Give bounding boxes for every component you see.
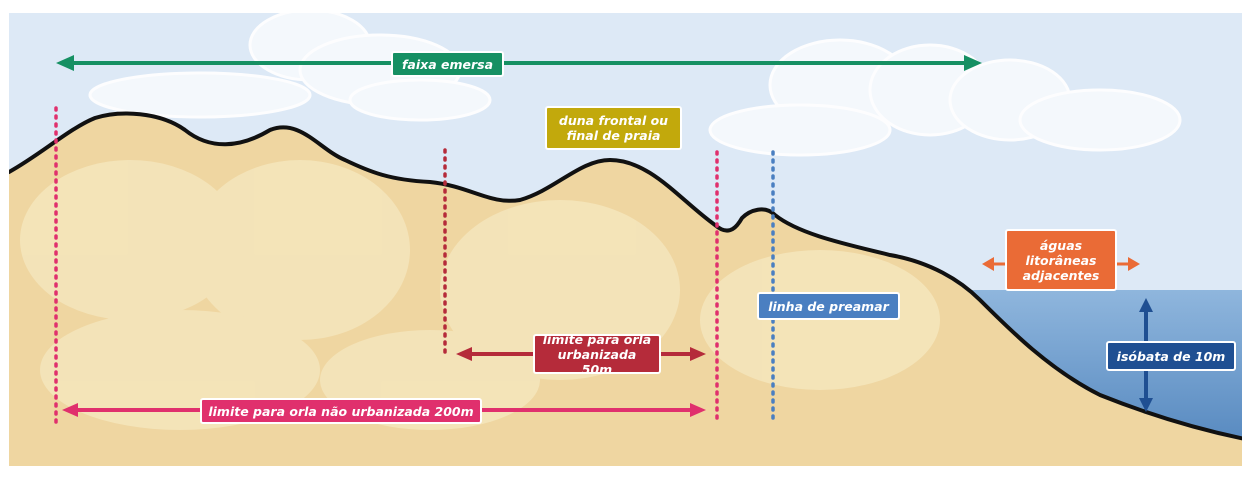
limite-urbanizada-label: limite para orla urbanizada 50m [533,332,661,377]
faixa-emersa-arrow [56,55,982,71]
isobata-label: isóbata de 10m [1106,341,1236,371]
aguas-litoraneas-arrows [982,257,1140,271]
linha-preamar-label: linha de preamar [757,292,900,320]
aguas-litoraneas-label: águas litorâneas adjacentes [1005,229,1117,291]
duna-frontal-label: duna frontal ou final de praia [545,106,682,150]
faixa-emersa-label: faixa emersa [391,51,504,77]
limite-nao-urbanizada-label: limite para orla não urbanizada 200m [200,398,482,424]
coastline [9,111,1242,441]
